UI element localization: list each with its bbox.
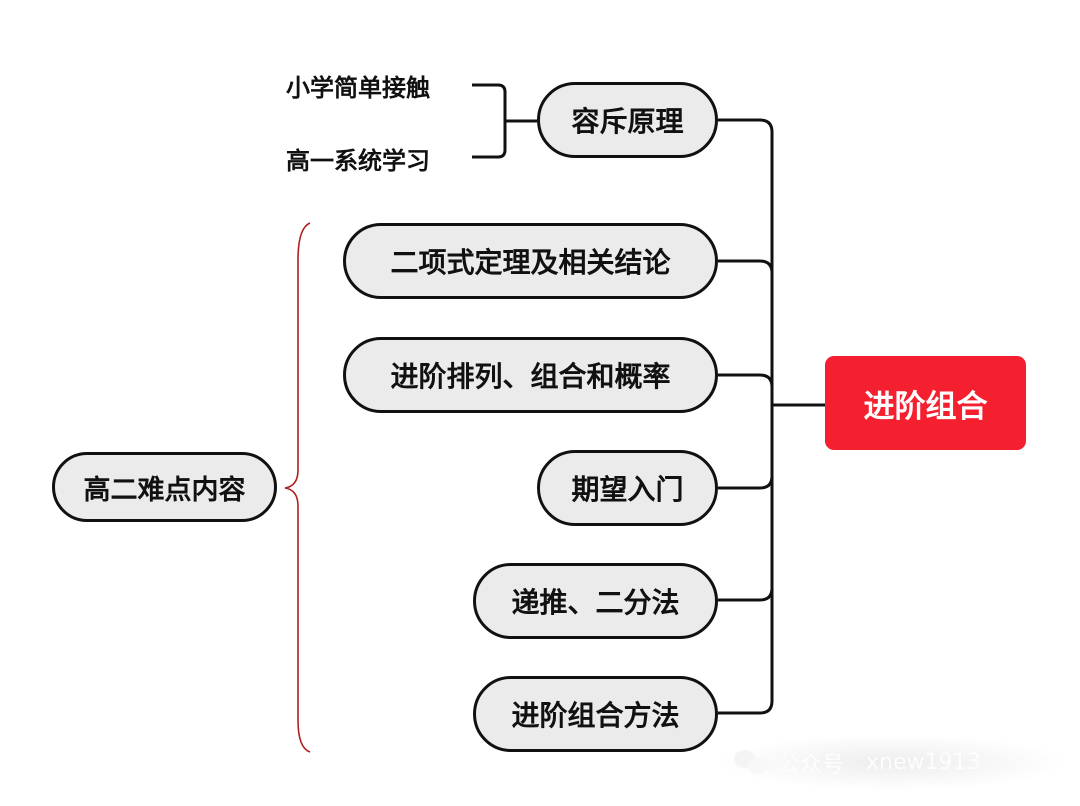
summary-label: 高二难点内容: [83, 474, 246, 506]
root-label: 进阶组合: [863, 388, 988, 425]
branch-label: 二项式定理及相关结论: [390, 246, 671, 279]
connector-branch-4: [718, 475, 774, 490]
branch-node-expectation[interactable]: 期望入门: [537, 450, 718, 526]
branch-label: 期望入门: [571, 473, 684, 506]
branch-label: 递推、二分法: [511, 586, 680, 619]
bracket-inclusion-exclusion: [472, 83, 537, 159]
watermark-prefix: 公众号: [778, 752, 845, 778]
branch-node-inclusion-exclusion[interactable]: 容斥原理: [537, 82, 718, 158]
summary-brace: [284, 222, 311, 753]
branch-label: 进阶排列、组合和概率: [390, 360, 671, 393]
connector-branch-5: [718, 587, 774, 602]
watermark-account: xnew1913: [866, 750, 981, 775]
leaf-primary-school[interactable]: 小学简单接触: [286, 74, 430, 102]
summary-node[interactable]: 高二难点内容: [52, 452, 277, 522]
branch-label: 进阶组合方法: [511, 699, 680, 732]
watermark: 公众号 xnew1913: [720, 735, 1065, 790]
branch-node-recursion[interactable]: 递推、二分法: [473, 563, 718, 639]
branch-node-advanced-permutation[interactable]: 进阶排列、组合和概率: [343, 337, 718, 413]
connector-trunk: [718, 118, 774, 715]
root-node[interactable]: 进阶组合: [825, 356, 1026, 450]
branch-node-binomial[interactable]: 二项式定理及相关结论: [343, 223, 718, 299]
connector-branch-3: [718, 373, 774, 388]
connector-branch-2: [718, 259, 774, 274]
branch-node-advanced-methods[interactable]: 进阶组合方法: [473, 676, 718, 752]
wechat-icon: [734, 749, 770, 776]
branch-label: 容斥原理: [571, 105, 684, 138]
leaf-grade-10[interactable]: 高一系统学习: [286, 147, 430, 175]
